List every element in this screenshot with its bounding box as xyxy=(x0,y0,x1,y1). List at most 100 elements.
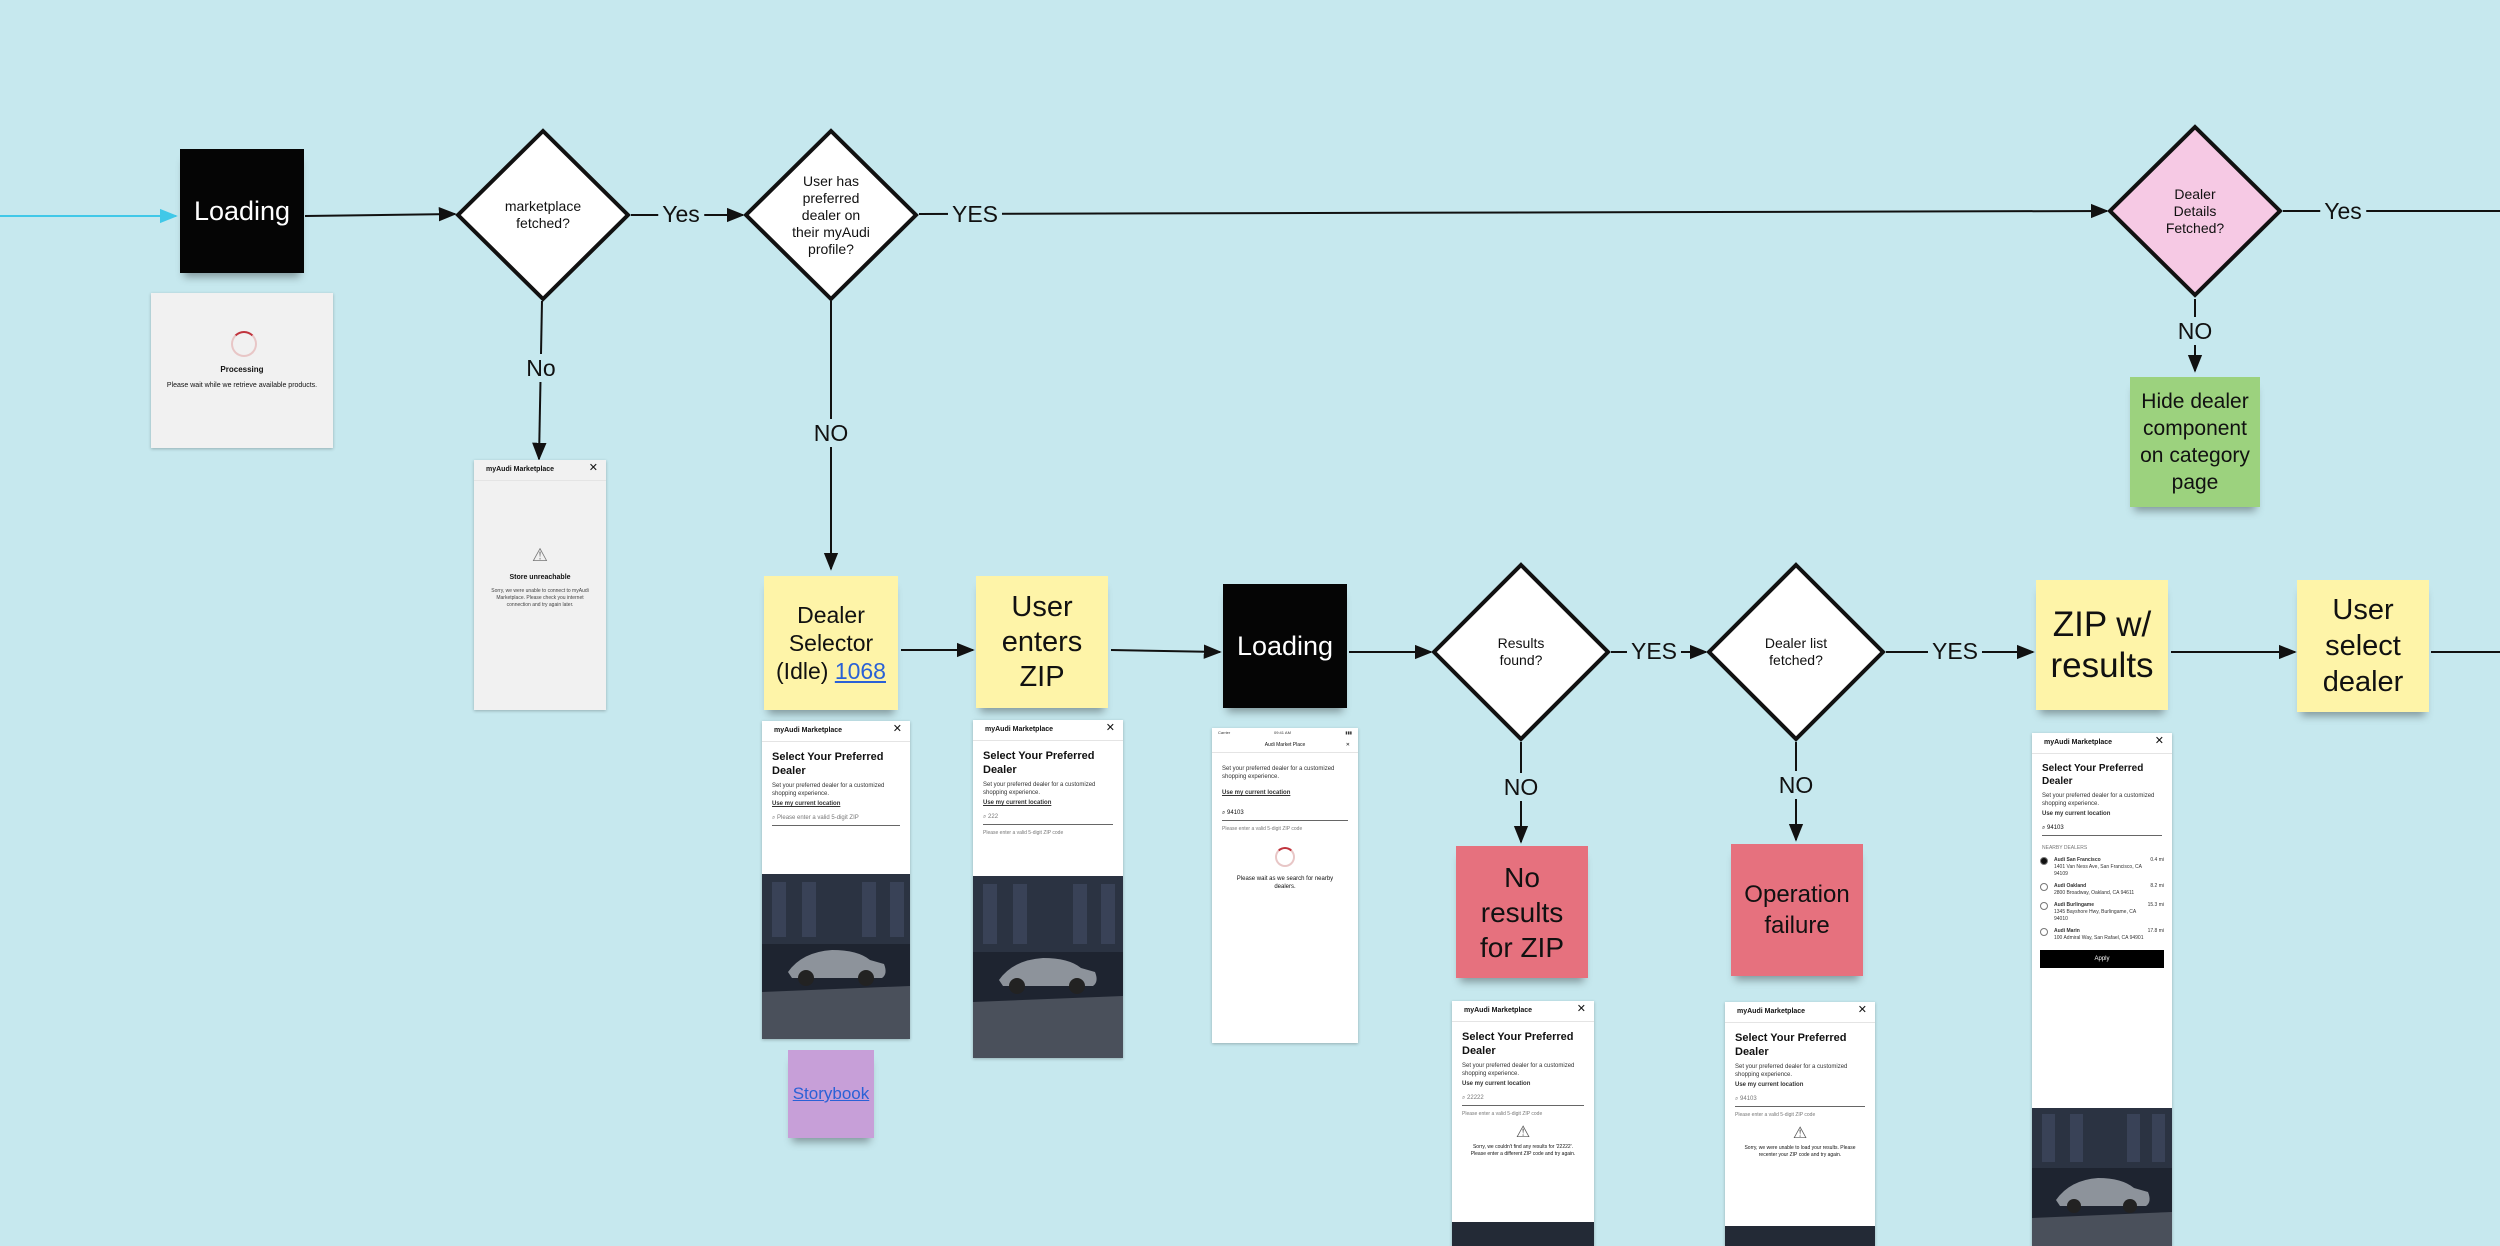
car-photo xyxy=(1725,1226,1875,1246)
zip-input[interactable]: ⌕ 94103 xyxy=(1222,807,1348,821)
sticky-hide-dealer[interactable]: Hide dealer component on category page xyxy=(2130,377,2260,507)
use-location-link[interactable]: Use my current location xyxy=(983,800,1052,806)
radio-button-icon[interactable] xyxy=(2040,883,2048,891)
storybook-link[interactable]: Storybook xyxy=(792,1084,870,1103)
sticky-storybook[interactable]: Storybook xyxy=(788,1050,874,1138)
edge-label-yes: Yes xyxy=(2320,197,2366,225)
select-title: Select Your Preferred Dealer xyxy=(1735,1032,1847,1058)
use-location-link[interactable]: Use my current location xyxy=(2042,811,2111,817)
edge-label-no: NO xyxy=(1774,771,1818,799)
sticky-no-results[interactable]: No results for ZIP xyxy=(1456,846,1588,978)
app-name: myAudi Marketplace xyxy=(774,727,843,734)
zip-input[interactable]: ⌕ 22222 xyxy=(1462,1092,1584,1106)
card-header: myAudi Marketplace ✕ xyxy=(1725,1002,1875,1023)
radio-button-icon[interactable] xyxy=(2040,902,2048,910)
radio-button-icon[interactable] xyxy=(2040,857,2048,865)
app-name: myAudi Marketplace xyxy=(1464,1007,1533,1014)
card-header: myAudi Marketplace✕ xyxy=(973,720,1123,741)
car-photo xyxy=(1452,1222,1594,1246)
sticky-text: Dealer Selector (Idle) xyxy=(776,602,874,684)
select-title: Select Your Preferred Dealer xyxy=(983,750,1095,776)
edge-label-yes: YES xyxy=(1927,637,1983,665)
radio-button-icon[interactable] xyxy=(2040,928,2048,936)
dealer-address: 1345 Bayshore Hwy, Burlingame, CA 94010 xyxy=(2054,909,2136,922)
decision-text: marketplace fetched? xyxy=(504,198,582,231)
decision-marketplace-fetched[interactable]: marketplace fetched? xyxy=(455,128,631,302)
screen-dealer-results: myAudi Marketplace ✕ Select Your Preferre… xyxy=(2032,733,2172,1246)
unreachable-text: Sorry, we were unable to connect to myAu… xyxy=(491,588,589,608)
sticky-dealer-selector[interactable]: Dealer Selector (Idle) 1068 xyxy=(764,576,898,710)
sticky-user-enters-zip[interactable]: User enters ZIP xyxy=(976,576,1108,708)
decision-text: Dealer Details Fetched? xyxy=(2165,185,2225,236)
dealer-address: 2800 Broadway, Oakland, CA 94611 xyxy=(2054,890,2135,896)
zip-input[interactable]: ⌕ 94103 xyxy=(1735,1093,1865,1107)
use-location-link[interactable]: Use my current location xyxy=(1462,1081,1531,1087)
app-name: myAudi Marketplace xyxy=(1737,1008,1806,1015)
screen-enter-zip: myAudi Marketplace✕ Select Your Preferre… xyxy=(973,720,1123,1058)
zip-input[interactable]: ⌕ 94103 xyxy=(2042,822,2162,836)
warning-icon: ⚠ xyxy=(1515,1124,1531,1141)
close-icon[interactable]: ✕ xyxy=(1105,722,1115,734)
app-name: myAudi Marketplace xyxy=(2044,739,2113,746)
zip-input[interactable]: ⌕ 222 xyxy=(983,811,1113,825)
sticky-user-select-dealer[interactable]: User select dealer xyxy=(2297,580,2429,712)
warning-icon: ⚠ xyxy=(1792,1125,1808,1142)
sticky-loading[interactable]: Loading xyxy=(1223,584,1347,708)
unreachable-title: Store unreachable xyxy=(509,574,571,581)
close-icon[interactable]: ✕ xyxy=(2154,735,2164,747)
select-text: Set your preferred dealer for a customiz… xyxy=(2042,793,2155,807)
select-title: Select Your Preferred Dealer xyxy=(2042,763,2144,787)
use-location-link[interactable]: Use my current location xyxy=(1222,790,1291,796)
sticky-loading[interactable]: Loading xyxy=(180,149,304,273)
sticky-operation-failure[interactable]: Operation failure xyxy=(1731,844,1863,976)
use-location-link[interactable]: Use my current location xyxy=(772,801,841,807)
dealer-distance: 8.2 mi xyxy=(2150,883,2164,889)
warning-icon: ⚠ xyxy=(531,545,549,565)
status-bar: Carrier 09:41 AM ▮▮▮ xyxy=(1218,730,1352,735)
screen-operation-failure: myAudi Marketplace ✕ Select Your Preferre… xyxy=(1725,1002,1875,1246)
dealer-address: 100 Admiral Way, San Rafael, CA 94901 xyxy=(2054,935,2144,941)
use-location-link[interactable]: Use my current location xyxy=(1735,1082,1804,1088)
zip-input[interactable]: ⌕ Please enter a valid 5-digit ZIP xyxy=(772,812,900,826)
edge-label-yes: Yes xyxy=(658,200,704,228)
dealer-name: Audi Marin xyxy=(2054,928,2080,934)
decision-dealer-details-fetched[interactable]: Dealer Details Fetched? xyxy=(2107,124,2283,298)
select-text: Set your preferred dealer for a customiz… xyxy=(1222,766,1335,780)
card-header: Audi Market Place✕ xyxy=(1212,738,1358,753)
close-icon[interactable]: ✕ xyxy=(588,462,598,474)
dealer-distance: 15.3 mi xyxy=(2147,902,2164,908)
dealer-name: Audi San Francisco xyxy=(2054,857,2101,863)
dealers-label: NEARBY DEALERS xyxy=(2042,845,2088,851)
close-icon[interactable]: ✕ xyxy=(1857,1004,1867,1016)
dealer-distance: 0.4 mi xyxy=(2150,857,2164,863)
close-icon[interactable]: ✕ xyxy=(1345,742,1350,748)
close-icon[interactable]: ✕ xyxy=(892,723,902,735)
failure-text: Sorry, we were unable to load your resul… xyxy=(1744,1145,1856,1158)
decision-results-found[interactable]: Results found? xyxy=(1431,562,1611,742)
select-text: Set your preferred dealer for a customiz… xyxy=(983,782,1096,796)
apply-button[interactable]: Apply xyxy=(2040,950,2164,968)
sticky-zip-with-results[interactable]: ZIP w/ results xyxy=(2036,580,2168,710)
screen-store-unreachable: myAudi Marketplace✕ ⚠ Store unreachable … xyxy=(474,460,606,710)
zip-hint: Please enter a valid 5-digit ZIP code xyxy=(1735,1112,1816,1118)
screen-searching: Carrier 09:41 AM ▮▮▮ Audi Market Place✕ … xyxy=(1212,728,1358,1043)
select-text: Set your preferred dealer for a customiz… xyxy=(1462,1063,1575,1077)
car-photo xyxy=(762,874,910,1039)
dealer-selector-link[interactable]: 1068 xyxy=(834,658,886,684)
decision-preferred-dealer[interactable]: User has preferred dealer on their myAud… xyxy=(743,128,919,302)
card-header: myAudi Marketplace ✕ xyxy=(762,721,910,742)
dealer-name: Audi Oakland xyxy=(2054,883,2087,889)
car-photo xyxy=(973,876,1123,1058)
edge-loading-marketplace xyxy=(304,207,457,222)
processing-text: Please wait while we retrieve available … xyxy=(166,382,318,389)
decision-dealer-list-fetched[interactable]: Dealer list fetched? xyxy=(1706,562,1886,742)
dealer-address: 1401 Van Ness Ave, San Francisco, CA 941… xyxy=(2054,864,2142,877)
select-title: Select Your Preferred Dealer xyxy=(772,751,884,777)
edge-label-no: NO xyxy=(1499,773,1543,801)
close-icon[interactable]: ✕ xyxy=(1576,1003,1586,1015)
